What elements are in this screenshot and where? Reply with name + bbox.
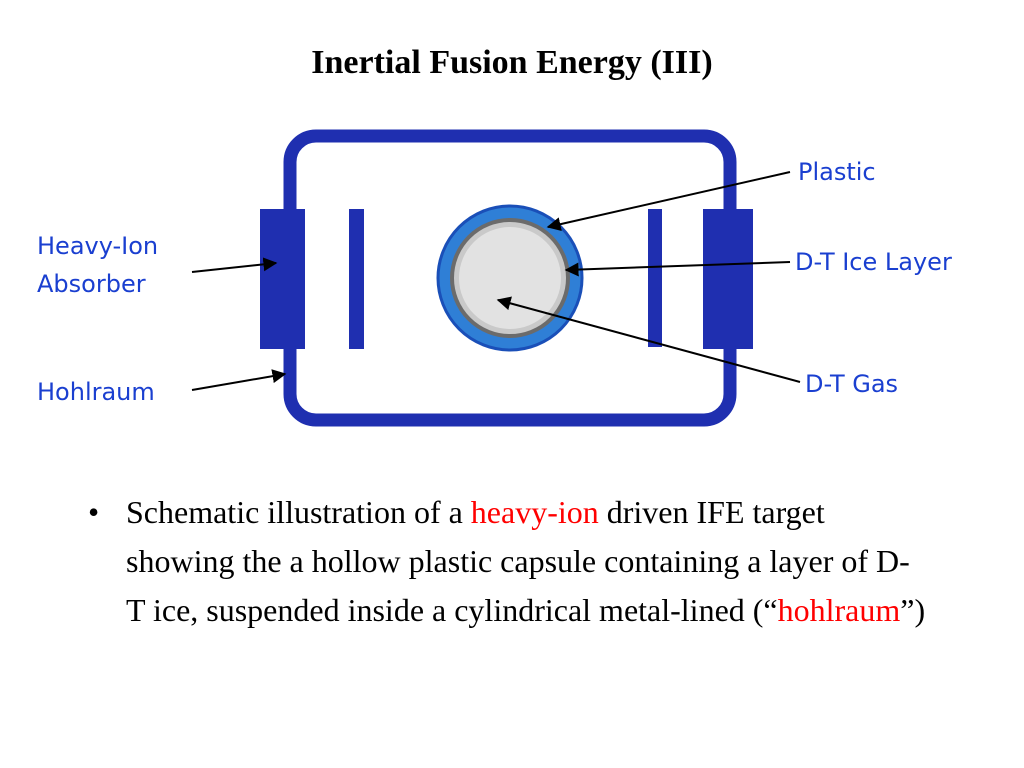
label-dt-ice-layer: D-T Ice Layer <box>795 248 952 276</box>
bullet-text-part3: ”) <box>900 592 926 628</box>
inner-shield-left <box>349 209 364 349</box>
bullet-text: Schematic illustration of a heavy-ion dr… <box>126 488 926 635</box>
highlight-hohlraum: hohlraum <box>777 592 901 628</box>
heavy-ion-absorber-right <box>703 209 753 349</box>
plastic-leader-arrow <box>546 171 791 232</box>
heavy-ion-absorber-leader-arrow <box>191 257 278 273</box>
dt-gas-leader-arrow <box>496 296 801 383</box>
highlight-heavy-ion: heavy-ion <box>470 494 599 530</box>
label-plastic: Plastic <box>798 158 876 186</box>
label-absorber: Absorber <box>37 270 146 298</box>
label-heavy-ion: Heavy-Ion <box>37 232 158 260</box>
label-dt-gas: D-T Gas <box>805 370 898 398</box>
ife-target-diagram: Plastic D-T Ice Layer D-T Gas Heavy-Ion … <box>37 129 952 427</box>
label-hohlraum: Hohlraum <box>37 378 155 406</box>
bullet-text-part2: driven IFE target showing the a hollow p… <box>126 494 910 628</box>
bullet-symbol: • <box>88 494 100 530</box>
dt-gas-core <box>459 227 561 329</box>
dt-ice-layer-leader-arrow <box>564 261 791 277</box>
bullet-text-part1: Schematic illustration of a <box>126 494 471 530</box>
slide-title: Inertial Fusion Energy (III) <box>311 44 713 81</box>
inner-shield-right <box>648 209 662 347</box>
heavy-ion-absorber-left <box>260 209 305 349</box>
hohlraum-leader-arrow <box>191 369 287 391</box>
